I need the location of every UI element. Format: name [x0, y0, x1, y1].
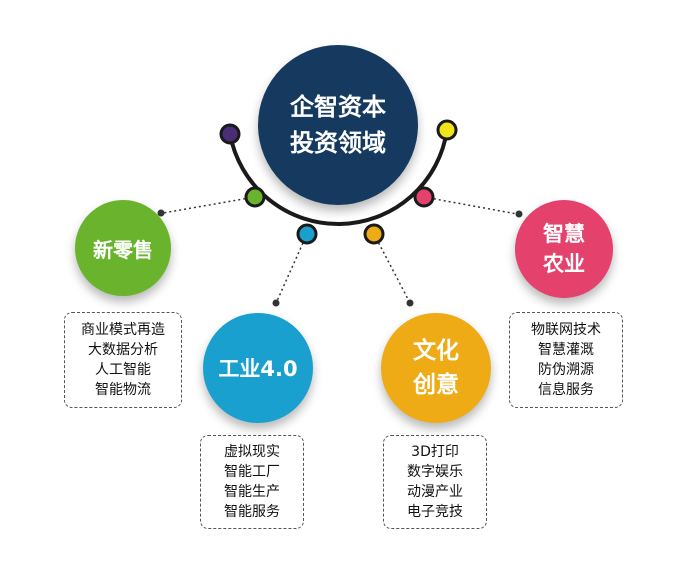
node-culture: 文化 创意	[381, 313, 491, 423]
connector-culture	[373, 233, 410, 302]
industry-item: 智能生产	[224, 484, 280, 500]
dot-pink	[413, 186, 435, 208]
center-title-line2: 投资领域	[290, 129, 386, 157]
center-circle: 企智资本 投资领域	[258, 45, 418, 205]
industry-item: 智能工厂	[224, 464, 280, 480]
node-agri: 智慧 农业	[515, 200, 613, 298]
node-industry-label: 工业4.0	[218, 357, 298, 381]
connector-agri-end	[515, 210, 523, 218]
agri-items-box: 物联网技术 智慧灌溉 防伪溯源 信息服务	[509, 312, 623, 408]
node-culture-line2: 创意	[413, 372, 459, 398]
node-culture-line1: 文化	[413, 338, 459, 364]
connector-retail-end	[157, 209, 165, 217]
node-agri-line2: 农业	[543, 252, 585, 276]
arc-line	[228, 129, 449, 226]
culture-items-box: 3D打印 数字娱乐 动漫产业 电子竞技	[383, 435, 487, 529]
connector-industry-end	[272, 299, 280, 307]
agri-item: 物联网技术	[531, 322, 601, 338]
node-agri-line1: 智慧	[543, 222, 585, 246]
culture-item: 动漫产业	[407, 484, 463, 500]
retail-item: 智能物流	[95, 382, 151, 398]
retail-items-box: 商业模式再造 大数据分析 人工智能 智能物流	[64, 312, 182, 408]
industry-item: 虚拟现实	[224, 444, 280, 460]
dot-purple	[219, 123, 241, 145]
connector-agri	[423, 196, 518, 215]
center-title-line1: 企智资本	[290, 93, 386, 121]
dot-blue	[296, 223, 318, 245]
connector-industry	[276, 233, 308, 302]
retail-item: 商业模式再造	[81, 322, 165, 338]
culture-item: 电子竞技	[407, 504, 463, 520]
culture-item: 数字娱乐	[407, 464, 463, 480]
node-industry: 工业4.0	[203, 313, 313, 423]
retail-item: 大数据分析	[88, 342, 158, 358]
connector-retail	[162, 196, 256, 214]
agri-item: 防伪溯源	[538, 362, 594, 378]
dot-yellow	[436, 119, 458, 141]
agri-item: 智慧灌溉	[538, 342, 594, 358]
dot-orange	[363, 223, 385, 245]
industry-item: 智能服务	[224, 504, 280, 520]
dot-green	[244, 186, 266, 208]
node-retail: 新零售	[75, 200, 171, 296]
agri-item: 信息服务	[538, 382, 594, 398]
culture-item: 3D打印	[411, 444, 459, 460]
node-retail-label: 新零售	[93, 237, 153, 262]
connector-culture-end	[406, 299, 414, 307]
retail-item: 人工智能	[95, 362, 151, 378]
industry-items-box: 虚拟现实 智能工厂 智能生产 智能服务	[200, 435, 304, 529]
